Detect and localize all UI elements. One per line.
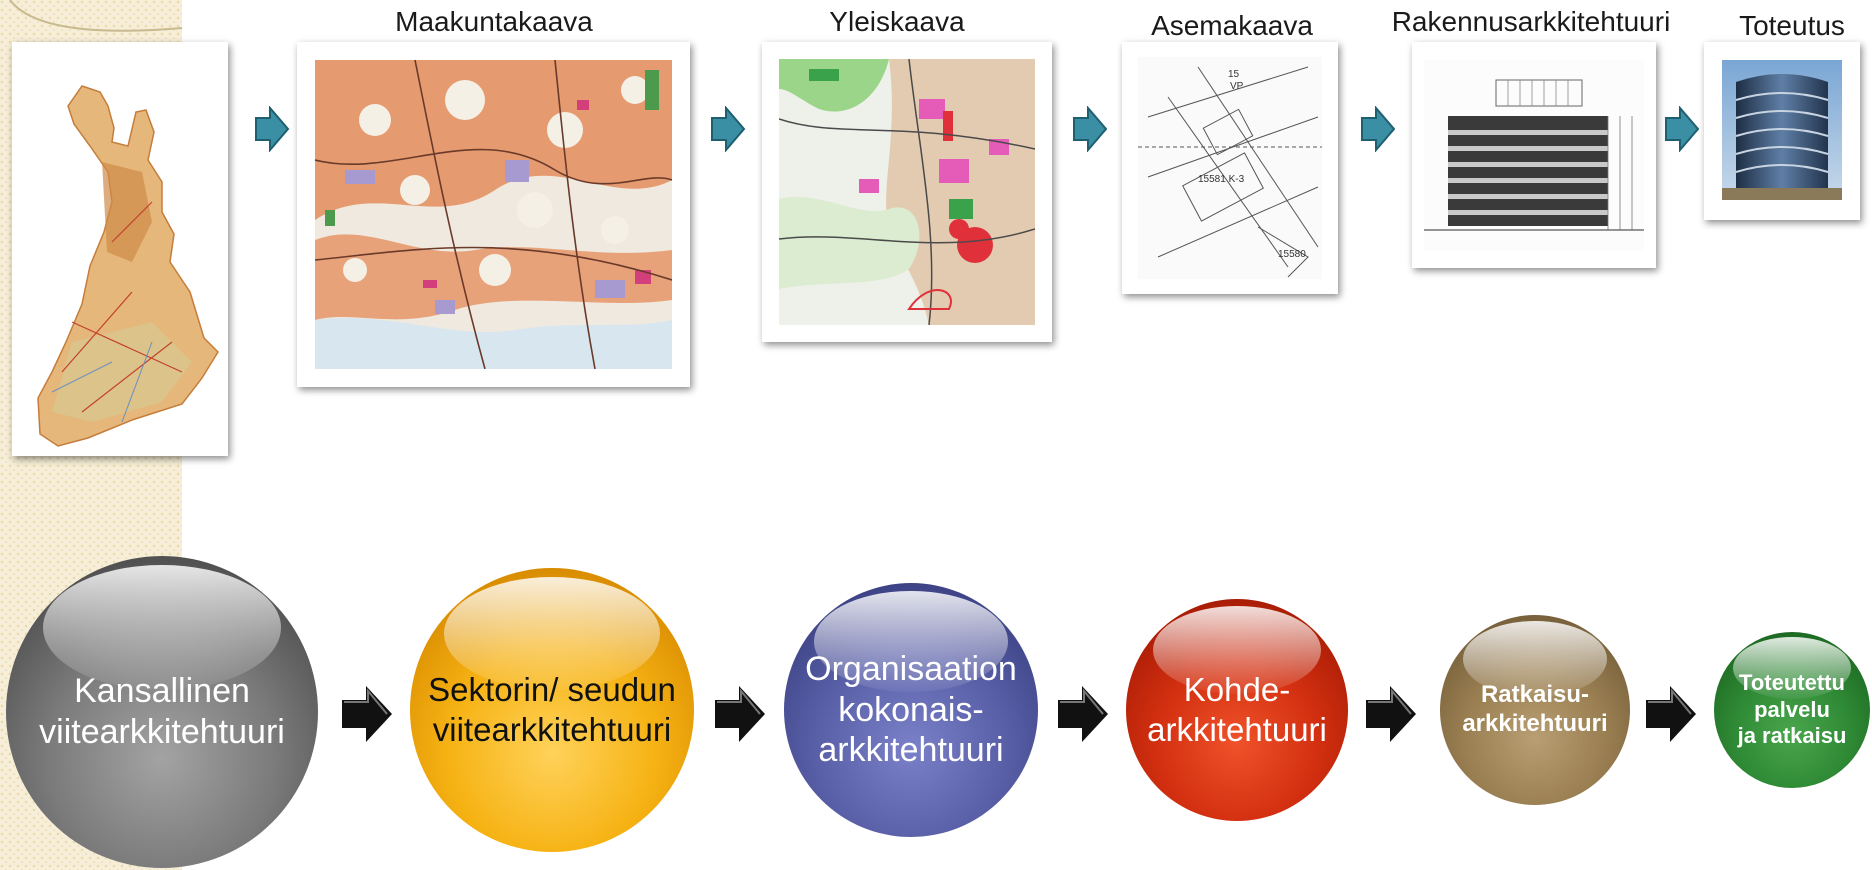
sphere-kohdearkkitehtuuri: Kohde-arkkitehtuuri bbox=[1126, 599, 1348, 821]
decorative-arc bbox=[9, 0, 182, 32]
flow-arrow-icon bbox=[1058, 686, 1108, 742]
flow-arrow-icon bbox=[1646, 686, 1696, 742]
sphere-label-line: Organisaation bbox=[805, 649, 1017, 688]
building-facade-drawing-image bbox=[1412, 42, 1656, 268]
flow-arrow-icon bbox=[711, 106, 746, 152]
sphere-label-line: palvelu bbox=[1754, 696, 1830, 722]
sphere-label-line: viitearkkitehtuuri bbox=[39, 713, 285, 751]
step-title-asemakaava: Asemakaava bbox=[1151, 10, 1313, 41]
flow-arrow-icon bbox=[255, 106, 290, 152]
sphere-label-line: Sektorin/ seudun bbox=[428, 671, 676, 709]
step-title-maakuntakaava: Maakuntakaava bbox=[395, 6, 593, 37]
plan-annotation: VP bbox=[1230, 81, 1244, 92]
plan-annotation: 15580 bbox=[1278, 249, 1306, 260]
sphere-label-line: arkkitehtuuri bbox=[1462, 710, 1608, 737]
finland-map-image bbox=[12, 42, 228, 456]
sphere-label-line: kokonais- bbox=[838, 690, 984, 729]
sphere-label-line: Kohde- bbox=[1183, 671, 1291, 709]
step-title-toteutus: Toteutus bbox=[1739, 10, 1845, 41]
flow-arrow-icon bbox=[715, 686, 765, 742]
plan-annotation: 15 bbox=[1228, 69, 1240, 80]
flow-arrow-icon bbox=[1361, 106, 1396, 152]
step-title-rakennusarkkitehtuuri: Rakennusarkkitehtuuri bbox=[1391, 6, 1671, 37]
flow-arrow-icon bbox=[1366, 686, 1416, 742]
flow-arrow-icon bbox=[342, 686, 392, 742]
plan-annotation: 15581 K-3 bbox=[1198, 174, 1245, 185]
sphere-label-line: Kansallinen bbox=[74, 672, 250, 711]
sphere-label-line: Ratkaisu- bbox=[1480, 681, 1590, 709]
sphere-label-line: ja ratkaisu bbox=[1737, 723, 1847, 749]
sphere-label-line: arkkitehtuuri bbox=[1147, 711, 1327, 748]
detailed-plan-drawing-image: 15 VP 15581 K-3 15580 bbox=[1122, 42, 1338, 294]
sphere-ratkaisuarkkitehtuuri: Ratkaisu-arkkitehtuuri bbox=[1440, 615, 1630, 805]
step-title-yleiskaava: Yleiskaava bbox=[829, 6, 965, 37]
sphere-label-line: Toteutettu bbox=[1739, 670, 1845, 696]
flow-arrow-icon bbox=[1073, 106, 1108, 152]
glass-building-photo-image bbox=[1704, 42, 1860, 220]
sphere-label-line: viitearkkitehtuuri bbox=[432, 711, 672, 748]
sphere-label-line: arkkitehtuuri bbox=[818, 731, 1004, 770]
flow-arrow-icon bbox=[1665, 106, 1700, 152]
master-plan-map-image bbox=[762, 42, 1052, 342]
regional-plan-map-image bbox=[297, 42, 690, 387]
